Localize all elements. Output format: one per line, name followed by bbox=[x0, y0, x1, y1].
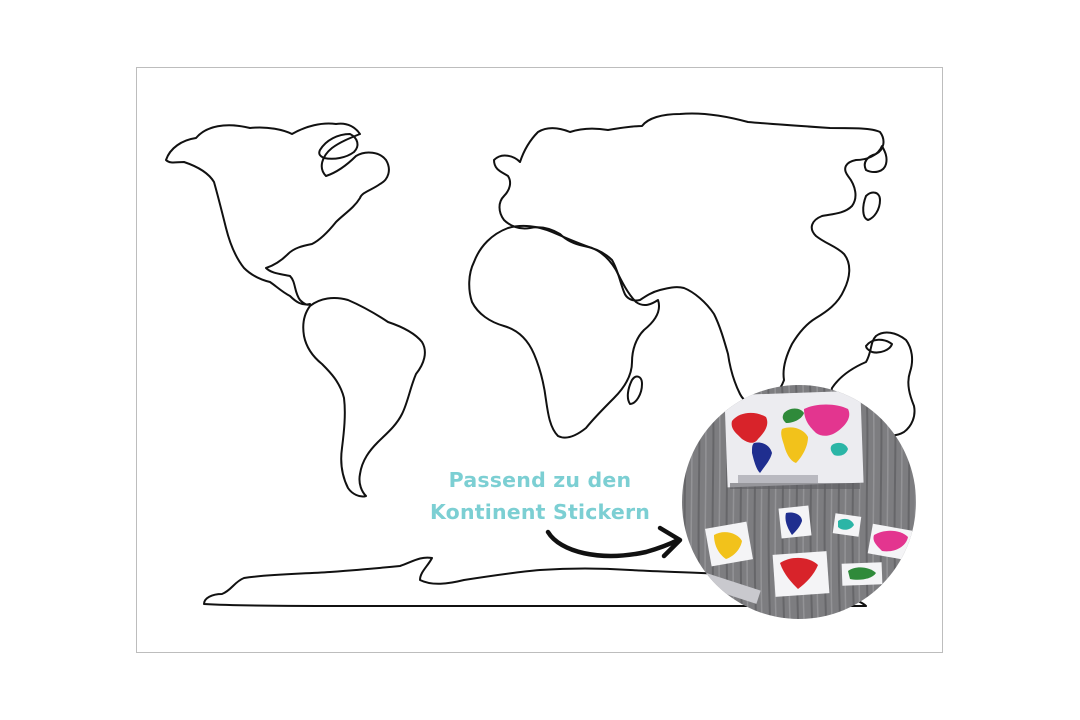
africa-outline bbox=[468, 224, 660, 439]
sticker-callout: Passend zu den Kontinent Stickern bbox=[400, 464, 680, 528]
south-america-outline bbox=[302, 297, 426, 498]
card-stand-base bbox=[738, 475, 818, 483]
loose-africa-sticker bbox=[714, 532, 742, 559]
loose-asia-sticker bbox=[873, 530, 908, 552]
new-guinea-outline bbox=[865, 338, 893, 354]
loose-europe-sticker bbox=[848, 567, 876, 580]
callout-line-2: Kontinent Stickern bbox=[429, 500, 651, 524]
africa-sticker bbox=[781, 427, 808, 463]
north-america-sticker bbox=[731, 412, 768, 443]
australia-sticker bbox=[830, 442, 848, 456]
loose-south-america-sticker bbox=[785, 512, 802, 535]
antarctica-outline bbox=[203, 556, 867, 608]
curved-arrow-icon bbox=[545, 525, 683, 559]
callout-line-1: Passend zu den bbox=[448, 468, 632, 492]
greenland-outline bbox=[318, 133, 359, 160]
europe-sticker bbox=[782, 408, 804, 423]
north-america-outline bbox=[165, 122, 390, 306]
south-america-sticker bbox=[752, 442, 772, 473]
loose-australia-sticker bbox=[838, 518, 854, 530]
asia-sticker bbox=[804, 404, 850, 436]
japan-outline bbox=[862, 191, 881, 221]
madagascar-outline bbox=[626, 375, 643, 405]
loose-north-america-sticker bbox=[780, 557, 818, 589]
eurasia-outline bbox=[493, 112, 888, 406]
sticker-photo bbox=[682, 385, 916, 619]
